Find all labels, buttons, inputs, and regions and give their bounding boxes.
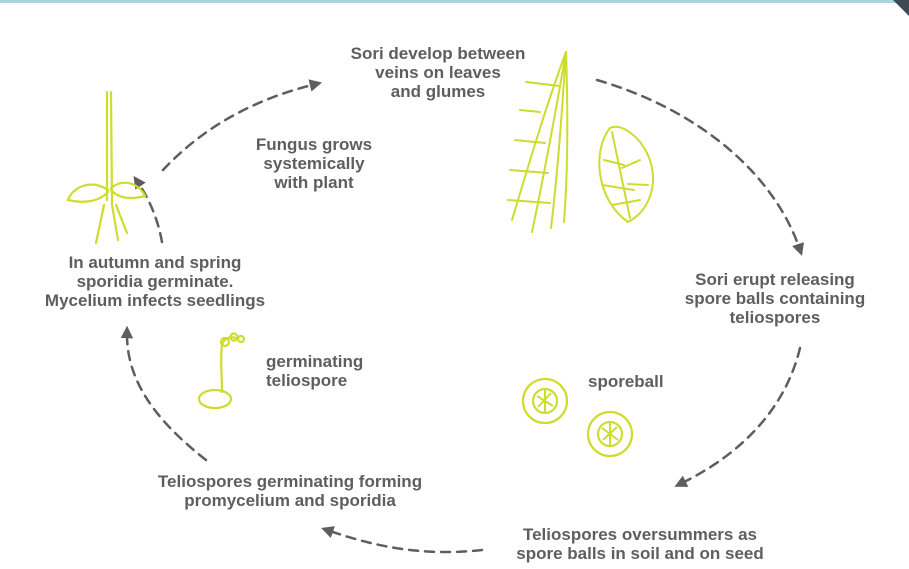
- stage-line: Sori develop between: [318, 44, 558, 63]
- stage-line: Teliospores oversummers as: [465, 525, 815, 544]
- stage-autumn-spring: In autumn and spring sporidia germinate.…: [10, 253, 300, 310]
- stage-line: and glumes: [318, 82, 558, 101]
- stage-oversummer: Teliospores oversummers as spore balls i…: [465, 525, 815, 563]
- stage-line: with plant: [234, 173, 394, 192]
- stage-line: Fungus grows: [234, 135, 394, 154]
- stage-line: teliospores: [655, 308, 895, 327]
- stage-line: Mycelium infects seedlings: [10, 291, 300, 310]
- stage-line: spore balls in soil and on seed: [465, 544, 815, 563]
- caption-line: germinating: [266, 352, 363, 371]
- germinating-teliospore-illustration: [199, 334, 244, 409]
- stage-line: In autumn and spring: [10, 253, 300, 272]
- stage-line: Teliospores germinating forming: [110, 472, 470, 491]
- stage-germinating-forming: Teliospores germinating forming promycel…: [110, 472, 470, 510]
- stage-line: veins on leaves: [318, 63, 558, 82]
- caption-line: sporeball: [588, 372, 664, 391]
- stage-sori-develop: Sori develop between veins on leaves and…: [318, 44, 558, 101]
- arrow-to-germinating-forming: [327, 530, 482, 552]
- arrow-to-autumn-spring: [127, 332, 206, 460]
- stage-line: Sori erupt releasing: [655, 270, 895, 289]
- caption-line: teliospore: [266, 371, 363, 390]
- stage-line: promycelium and sporidia: [110, 491, 470, 510]
- seedling-illustration: [68, 92, 145, 243]
- stage-line: systemically: [234, 154, 394, 173]
- stage-line: spore balls containing: [655, 289, 895, 308]
- stage-fungus-grows: Fungus grows systemically with plant: [234, 135, 394, 192]
- stage-sori-erupt: Sori erupt releasing spore balls contain…: [655, 270, 895, 327]
- stage-line: sporidia germinate.: [10, 272, 300, 291]
- arrow-to-oversummer: [680, 348, 800, 484]
- grain-spikelet-illustration: [599, 127, 653, 222]
- caption-germinating-teliospore: germinating teliospore: [266, 352, 363, 390]
- caption-sporeball: sporeball: [588, 372, 664, 391]
